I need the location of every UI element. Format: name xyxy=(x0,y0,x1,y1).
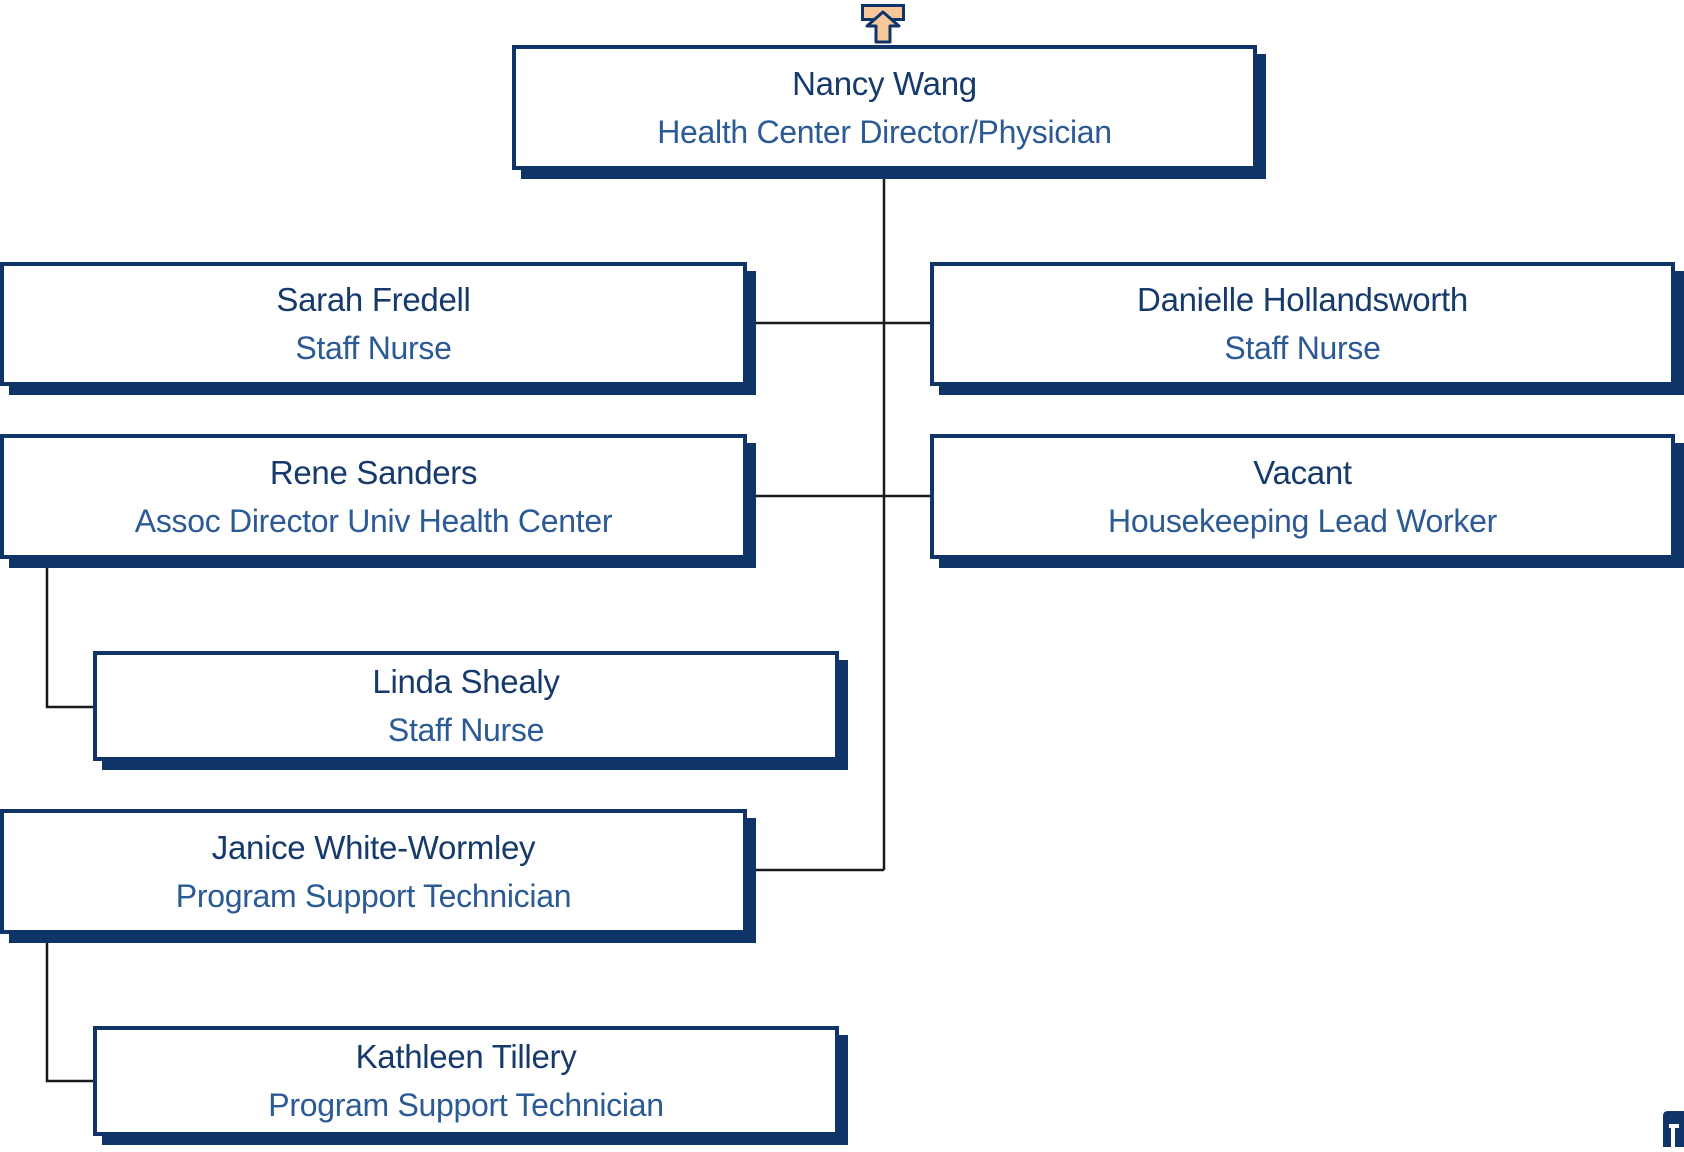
corner-tab[interactable] xyxy=(1660,1110,1684,1147)
node-name: Nancy Wang xyxy=(792,64,977,102)
node-title: Health Center Director/Physician xyxy=(657,113,1112,150)
org-node-rene-sanders[interactable]: Rene Sanders Assoc Director Univ Health … xyxy=(0,434,747,559)
node-title: Program Support Technician xyxy=(175,877,572,914)
node-title: Housekeeping Lead Worker xyxy=(1108,502,1497,539)
org-node-sarah-fredell[interactable]: Sarah Fredell Staff Nurse xyxy=(0,262,747,386)
arrow-up-icon xyxy=(861,4,905,44)
node-name: Linda Shealy xyxy=(372,663,560,700)
node-title: Staff Nurse xyxy=(295,330,452,366)
org-node-root[interactable]: Nancy Wang Health Center Director/Physic… xyxy=(512,45,1257,170)
node-name: Kathleen Tillery xyxy=(355,1038,577,1075)
node-name: Rene Sanders xyxy=(269,453,478,491)
node-title: Program Support Technician xyxy=(268,1087,664,1123)
org-node-kathleen-tillery[interactable]: Kathleen Tillery Program Support Technic… xyxy=(93,1026,839,1136)
navigate-up-button[interactable] xyxy=(861,4,905,44)
node-title: Staff Nurse xyxy=(387,712,545,748)
node-name: Danielle Hollandsworth xyxy=(1137,281,1468,318)
org-node-danielle-hollandsworth[interactable]: Danielle Hollandsworth Staff Nurse xyxy=(930,262,1675,386)
janice-kathleen-connector xyxy=(45,934,95,1083)
org-node-linda-shealy[interactable]: Linda Shealy Staff Nurse xyxy=(93,651,839,761)
node-title: Assoc Director Univ Health Center xyxy=(134,502,613,539)
org-node-janice-white-wormley[interactable]: Janice White-Wormley Program Support Tec… xyxy=(0,809,747,934)
node-title: Staff Nurse xyxy=(1224,330,1381,366)
node-name: Vacant xyxy=(1253,453,1352,491)
node-name: Janice White-Wormley xyxy=(211,828,536,866)
org-node-vacant[interactable]: Vacant Housekeeping Lead Worker xyxy=(930,434,1675,559)
corner-tab-icon xyxy=(1663,1111,1684,1147)
rene-linda-connector xyxy=(45,559,95,709)
node-name: Sarah Fredell xyxy=(276,281,471,318)
